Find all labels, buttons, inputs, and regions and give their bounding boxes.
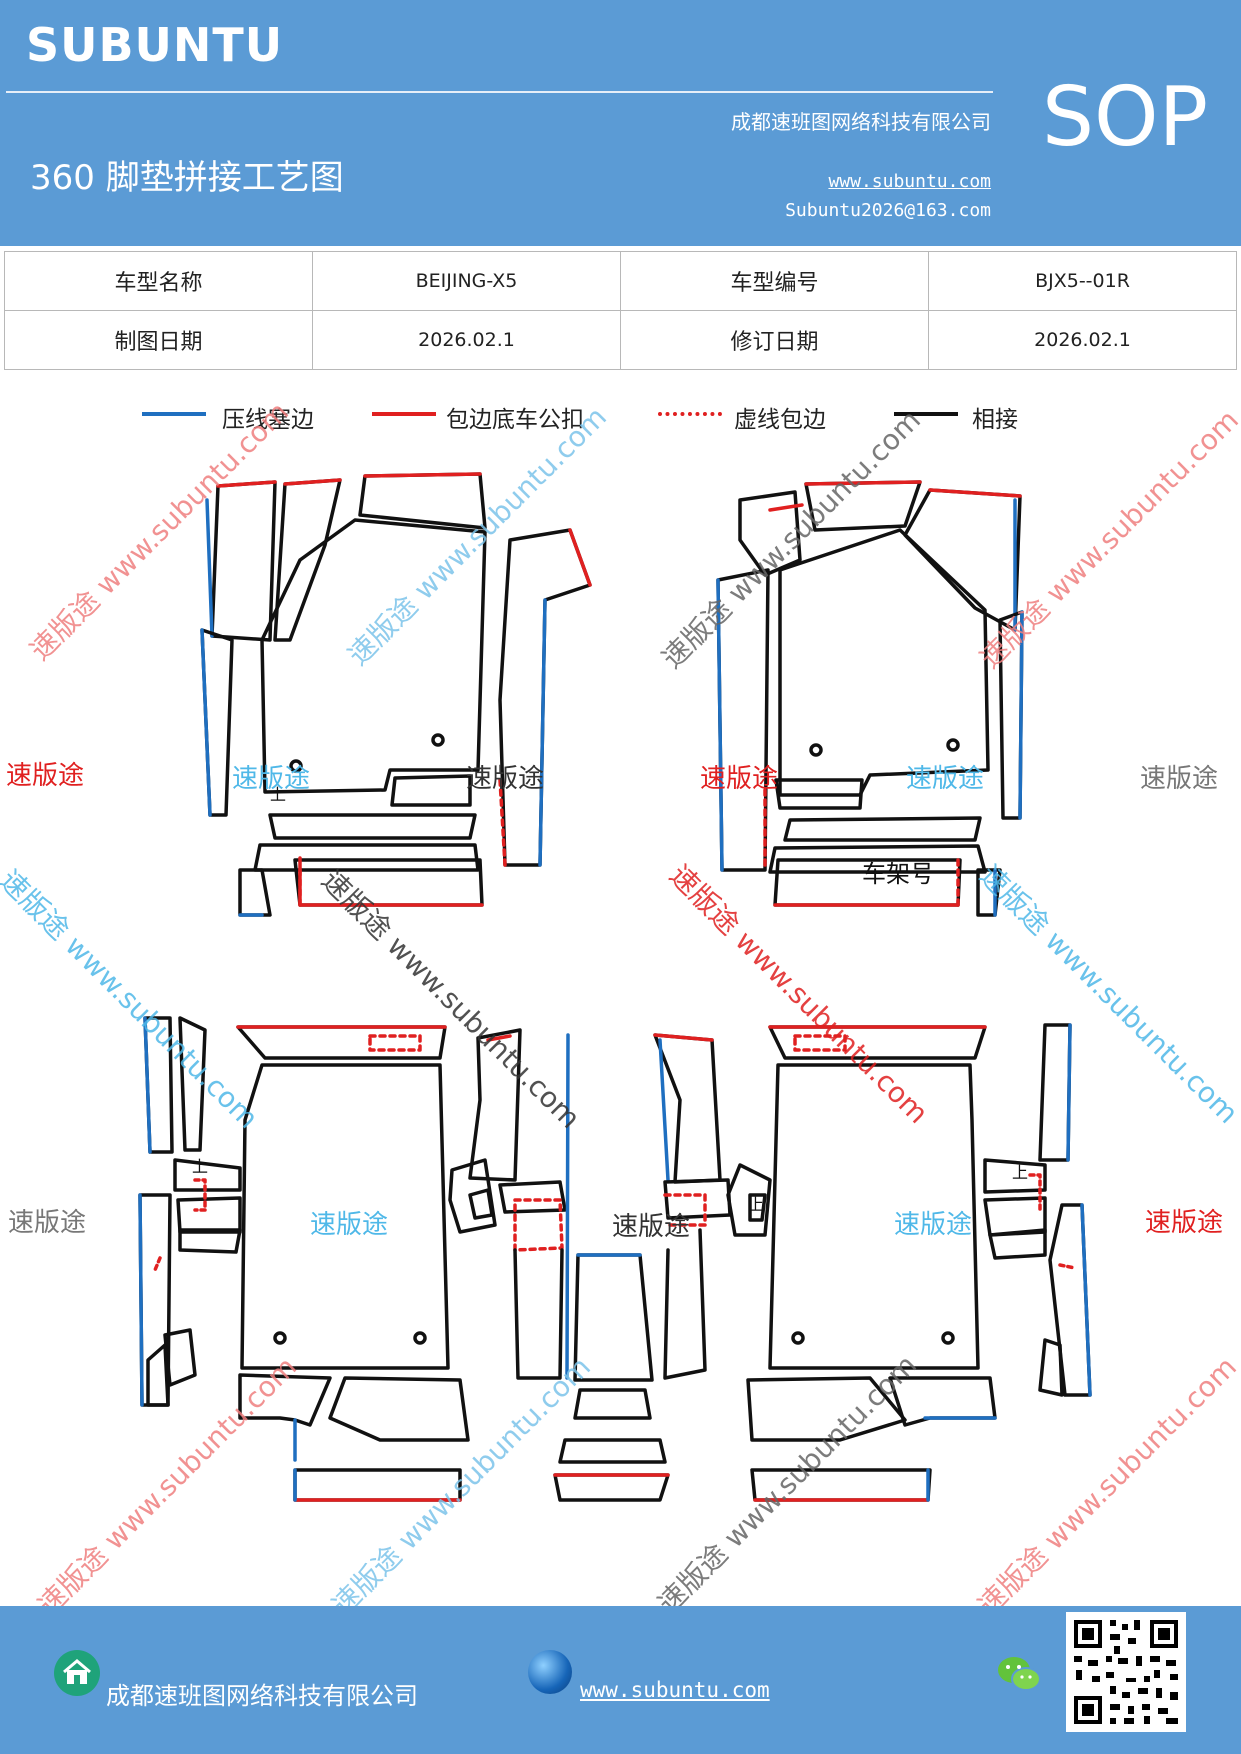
draw-date-label: 制图日期 (4, 310, 313, 370)
watermark-text: 速版途 (1140, 764, 1219, 794)
watermark-text: 速版途 (612, 1212, 691, 1242)
clip-label: 上 (1012, 1163, 1028, 1182)
watermark-text: 速版途 (700, 764, 779, 794)
page-title: 360 脚垫拼接工艺图 (30, 158, 344, 198)
mat-piece-right-pillar (903, 488, 1022, 632)
mat-piece-rear-right-side (983, 1023, 1072, 1260)
mat-piece-rear-left-main (240, 1063, 450, 1370)
home-icon (54, 1650, 100, 1696)
table-row: 车型名称 BEIJING-X5 车型编号 BJX5--01R (4, 251, 1237, 311)
watermark-text: 速版途 (894, 1210, 973, 1240)
mat-piece-center-right-wing (653, 1033, 772, 1380)
model-code-label: 车型编号 (620, 251, 929, 311)
legend-label: 虚线包边 (734, 407, 826, 433)
mat-piece-tunnel (553, 1033, 670, 1502)
legend: 压线塞边 包边底车公扣 虚线包边 相接 (0, 400, 1241, 440)
mat-piece-passenger-main (778, 528, 990, 797)
brand-logo: SUBUNTU (26, 18, 284, 72)
header-divider (6, 91, 993, 93)
legend-swatch-red-dotted (658, 412, 722, 416)
table-row: 制图日期 2026.02.1 修订日期 2026.02.1 (4, 310, 1237, 370)
mat-piece-left-kick (273, 478, 342, 642)
watermark-text: 速版途 (8, 1208, 87, 1238)
footer-company-name: 成都速班图网络科技有限公司 (106, 1682, 418, 1710)
clip-label: 上 (748, 1195, 764, 1214)
draw-date-value: 2026.02.1 (312, 310, 621, 370)
mat-piece-rear-right-strip (1038, 1203, 1092, 1397)
watermark-text: 速版途 (906, 764, 985, 794)
mat-piece-rear-left-clip (173, 1158, 242, 1254)
sop-badge: SOP (1042, 70, 1209, 165)
mat-piece-rear-corner (238, 868, 272, 917)
model-name-value: BEIJING-X5 (312, 251, 621, 311)
clip-label: 上 (192, 1157, 208, 1176)
website-link[interactable]: www.subuntu.com (828, 171, 991, 192)
mat-piece-right-wing (498, 528, 592, 867)
legend-swatch-red (372, 412, 436, 416)
watermark-text: 速版途 (232, 764, 311, 794)
mat-piece-pedal-bar (268, 774, 477, 840)
wechat-icon[interactable] (996, 1654, 1042, 1694)
revision-date-label: 修订日期 (620, 310, 929, 370)
mat-piece-right-front-top (804, 480, 922, 532)
watermark-text: 速版途 (1145, 1208, 1224, 1238)
legend-label: 相接 (972, 407, 1018, 433)
mat-piece-rear-right-floor (746, 1376, 997, 1502)
legend-label: 包边底车公扣 (446, 407, 584, 433)
footer-website-link[interactable]: www.subuntu.com (580, 1678, 770, 1702)
legend-label: 压线塞边 (222, 407, 314, 433)
mat-piece-rear-strip-r (768, 844, 987, 907)
page-header: SUBUNTU 成都速班图网络科技有限公司 360 脚垫拼接工艺图 www.su… (0, 0, 1241, 246)
watermark-text: 速版途 (310, 1210, 389, 1240)
clip-label: 上 (270, 785, 286, 804)
legend-swatch-black (894, 412, 958, 416)
mat-piece-left-front-pillar (205, 480, 277, 642)
page-footer: 成都速班图网络科技有限公司 www.subuntu.com (0, 1606, 1241, 1754)
mat-piece-center-left-wing (448, 1028, 567, 1380)
frame-number-label: 车架号 (862, 860, 934, 888)
mat-piece-rear-right-main (768, 1063, 980, 1370)
model-code-value: BJX5--01R (928, 251, 1237, 311)
watermark-text: 速版途 (466, 764, 545, 794)
mat-piece-rear-left-top (236, 1025, 447, 1060)
mat-piece-left-side-strip (200, 628, 234, 817)
watermark-text: 速版途 (6, 761, 85, 791)
mat-piece-rear-left-small (146, 1328, 197, 1407)
info-table: 车型名称 BEIJING-X5 车型编号 BJX5--01R 制图日期 2026… (4, 251, 1237, 370)
globe-icon (528, 1650, 572, 1694)
mat-piece-rear-left-side (143, 1016, 207, 1154)
revision-date-value: 2026.02.1 (928, 310, 1237, 370)
mat-piece-left-wing-r (716, 568, 770, 872)
legend-swatch-blue (142, 412, 206, 416)
mat-piece-pedal-bar-r (774, 778, 982, 842)
mat-piece-driver-main (260, 518, 487, 794)
mat-piece-rear-right-top (768, 1025, 987, 1060)
mat-piece-rear-corner-r (976, 868, 1002, 917)
model-name-label: 车型名称 (4, 251, 313, 311)
mat-piece-rear-left-floor (238, 1373, 470, 1502)
mat-piece-right-side-strip (998, 610, 1024, 820)
mat-piece-rear-strip (253, 843, 484, 907)
company-name: 成都速班图网络科技有限公司 (731, 110, 991, 134)
qr-code[interactable] (1066, 1612, 1186, 1732)
floor-mat-diagram: 上 上 上 上 车架号 (138, 472, 1092, 1502)
email-address[interactable]: Subuntu2026@163.com (785, 200, 991, 221)
mat-piece-driver-top (358, 472, 487, 530)
